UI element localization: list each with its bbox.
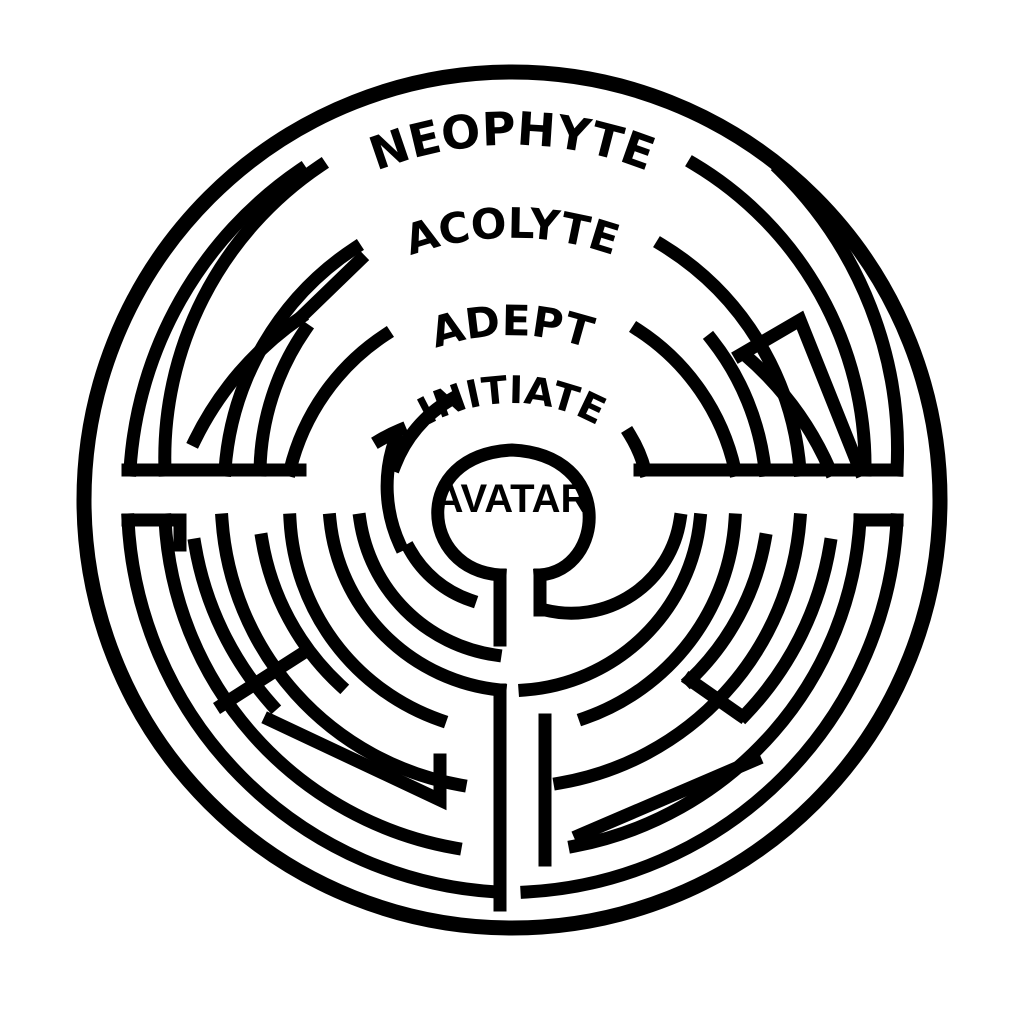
wall-r165-upper — [386, 391, 459, 474]
wall-r392-lower-right — [520, 513, 904, 899]
radial-upper-right-diag — [731, 310, 869, 479]
radial-upper-left-diag — [290, 250, 370, 328]
wall-r290-lower-left — [215, 513, 468, 793]
wall-r290-lower-right — [552, 513, 807, 791]
maze-walls — [121, 155, 904, 899]
wall-r120-inner — [401, 541, 479, 609]
wall-r255-right — [702, 330, 773, 478]
wall-r140-lower-right — [537, 512, 688, 620]
wall-r392-lower-left — [121, 513, 504, 899]
ring-label-adept: ADEPT — [425, 296, 599, 358]
wall-r255-lower-left — [254, 532, 350, 695]
wall-r165-left — [371, 421, 409, 449]
wall-r392-left — [123, 160, 310, 477]
wall-r165-lower-right — [518, 512, 708, 697]
wall-r352-right — [685, 155, 872, 477]
s-curve-left — [261, 711, 447, 811]
ring-label-initiate: INITIATE — [410, 368, 612, 434]
wall-r352-left — [158, 156, 330, 477]
wall-r352-lower-left — [158, 513, 463, 856]
wall-r140-lower — [352, 512, 503, 663]
radial-lower-right-diag — [680, 670, 750, 725]
wall-r392-right — [770, 160, 904, 477]
center-chamber — [431, 443, 596, 582]
wall-r320-lower-right — [735, 537, 838, 725]
ring-label-acolyte: ACOLYTE — [399, 198, 625, 264]
wall-r255-left — [253, 320, 315, 477]
wall-r352-lower-right — [567, 513, 867, 854]
s-curve-right — [571, 751, 764, 844]
radial-left-lower — [121, 513, 187, 552]
wall-r165-lower — [322, 512, 508, 698]
wall-r225-lower-right — [576, 513, 742, 727]
wall-r225-right — [629, 321, 743, 478]
radial-walls — [121, 250, 904, 912]
outer-boundary — [76, 64, 948, 936]
wall-r255-lower-right — [680, 532, 773, 690]
ring-label-neophyte: NEOPHYTE — [362, 101, 661, 181]
radial-lower-left-diag — [213, 646, 309, 714]
wall-r320-left — [186, 308, 310, 449]
wall-r225-left — [282, 325, 395, 478]
wall-r120-left — [380, 431, 409, 554]
center-label-avatar: AVATAR — [435, 477, 590, 521]
wall-r225-lower-left — [283, 513, 449, 729]
wall-r320-right — [735, 345, 839, 479]
